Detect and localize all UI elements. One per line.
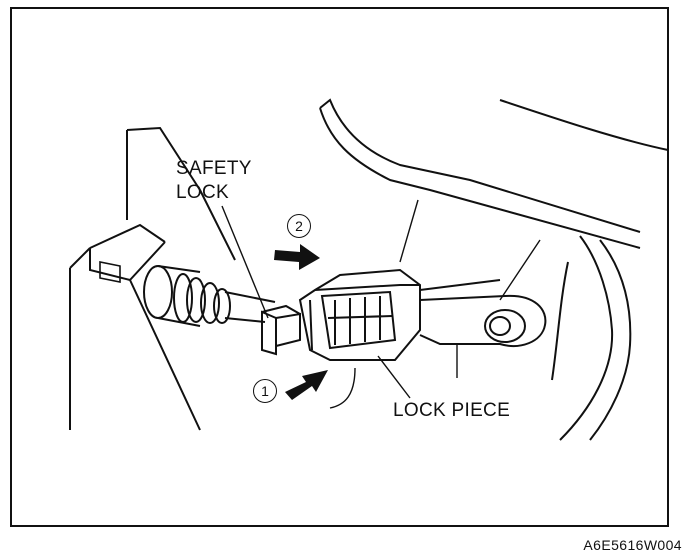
figure-border [10,7,669,527]
arrow-step-2 [274,244,320,270]
left-panel [126,126,236,261]
step-2-marker: 2 [287,214,311,238]
safety-lock-clip [261,304,301,356]
upper-housing [319,98,669,249]
bracket-notch [99,261,121,283]
cable-boot [143,265,231,327]
safety-lock-label-line1: SAFETY [176,158,252,179]
figure-code: A6E5616W004 [583,537,682,553]
safety-lock-label-line2: LOCK [176,182,229,203]
left-bracket [69,223,201,431]
pedal-arm [419,279,547,347]
connector-body [298,268,421,361]
leader-lines [221,199,541,409]
step-1-marker: 1 [253,379,277,403]
cable-rod [224,291,276,323]
right-bracket [551,235,632,441]
lock-piece-label: LOCK PIECE [393,400,511,421]
arrow-step-1 [285,370,328,400]
safety-lock-label: SAFETY LOCK [176,159,252,202]
